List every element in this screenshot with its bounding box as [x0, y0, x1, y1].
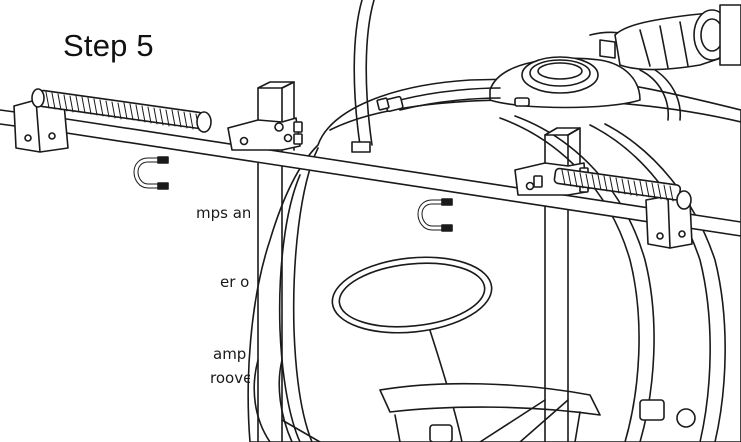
instruction-line-1: mps and the — [0, 203, 250, 225]
instruction-line-3: amp half — [0, 344, 250, 366]
u-bolt-left — [136, 157, 168, 189]
hose-fitting — [377, 96, 403, 112]
instruction-text: er on the — [220, 273, 250, 291]
instruction-line-2: er on the — [0, 272, 250, 294]
instruction-text: amp half — [213, 345, 250, 363]
hose-clamp — [352, 142, 370, 152]
instruction-line-4: roove in — [0, 368, 250, 390]
hoses — [354, 0, 680, 145]
boom-bracket-left — [228, 118, 302, 150]
tank-body — [248, 78, 741, 442]
u-bolt-center — [420, 199, 452, 231]
pump-motor — [600, 5, 741, 70]
spring-left — [32, 89, 211, 132]
boom-end-clamp-right — [646, 196, 692, 248]
instruction-text: mps and the — [196, 204, 250, 222]
spring-right — [554, 168, 691, 209]
instruction-text: roove in — [210, 369, 250, 387]
step-title: Step 5 — [63, 28, 154, 63]
tank-lid — [490, 57, 640, 108]
